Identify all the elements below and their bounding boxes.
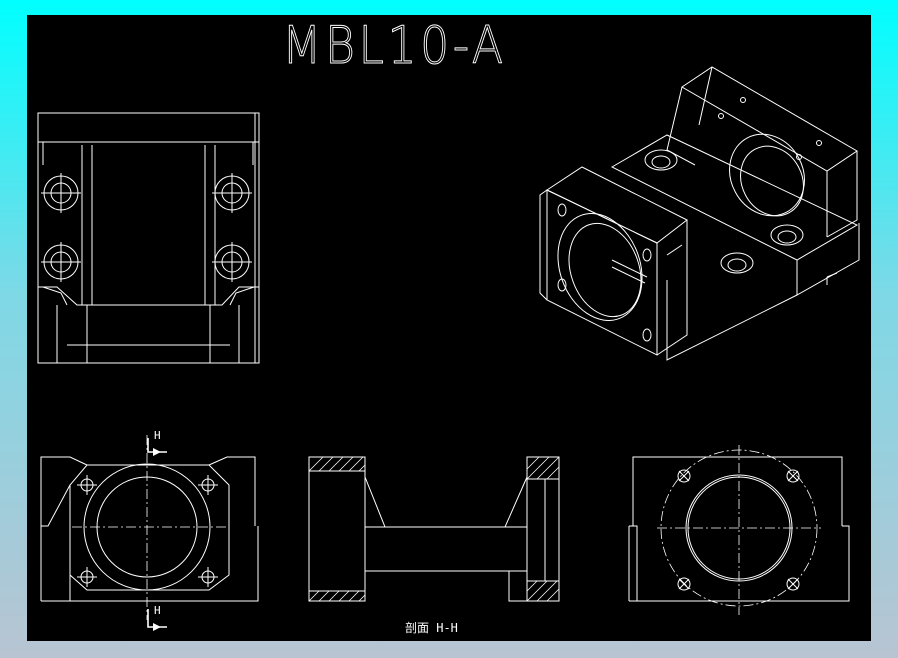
bolt-hole-icon <box>212 173 252 213</box>
rear-view <box>628 445 850 615</box>
section-mark-label-bottom: H <box>154 604 161 617</box>
drawing-title: MBL10-A <box>282 16 507 77</box>
top-view <box>37 112 260 364</box>
drawing-svg <box>37 66 860 631</box>
cad-drawing-canvas[interactable]: MBL10-A <box>27 15 871 641</box>
section-view-h-h <box>308 456 560 602</box>
front-view <box>40 435 259 631</box>
bolt-hole-icon <box>41 242 81 282</box>
isometric-view <box>539 66 860 361</box>
section-mark-label-top: H <box>154 429 161 442</box>
bolt-hole-icon <box>41 173 81 213</box>
section-caption: 剖面 H-H <box>405 621 458 635</box>
bolt-hole-icon <box>212 242 252 282</box>
